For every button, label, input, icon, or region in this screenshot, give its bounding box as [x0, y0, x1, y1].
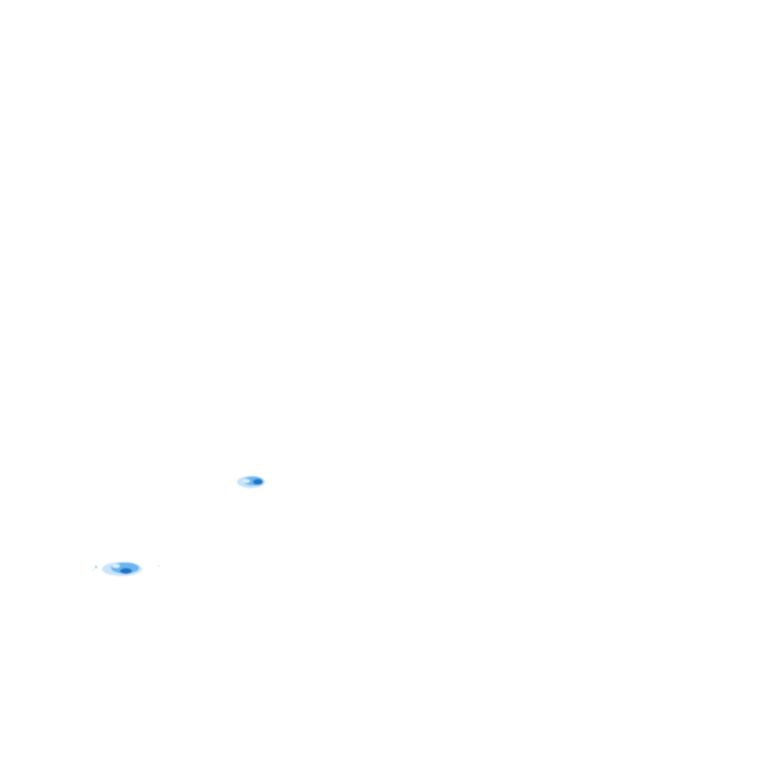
blob-lower-speck-right	[158, 565, 160, 567]
blob-upper-core	[253, 479, 263, 485]
blob-upper-highlight	[242, 479, 250, 483]
blue-blob-lower	[92, 562, 160, 576]
blob-lower-speck-left2	[92, 569, 94, 571]
blob-lower-speck-left	[94, 565, 98, 569]
blue-blob-upper	[237, 476, 265, 488]
blob-lower-highlight	[112, 564, 120, 568]
blob-lower-core	[120, 568, 132, 574]
